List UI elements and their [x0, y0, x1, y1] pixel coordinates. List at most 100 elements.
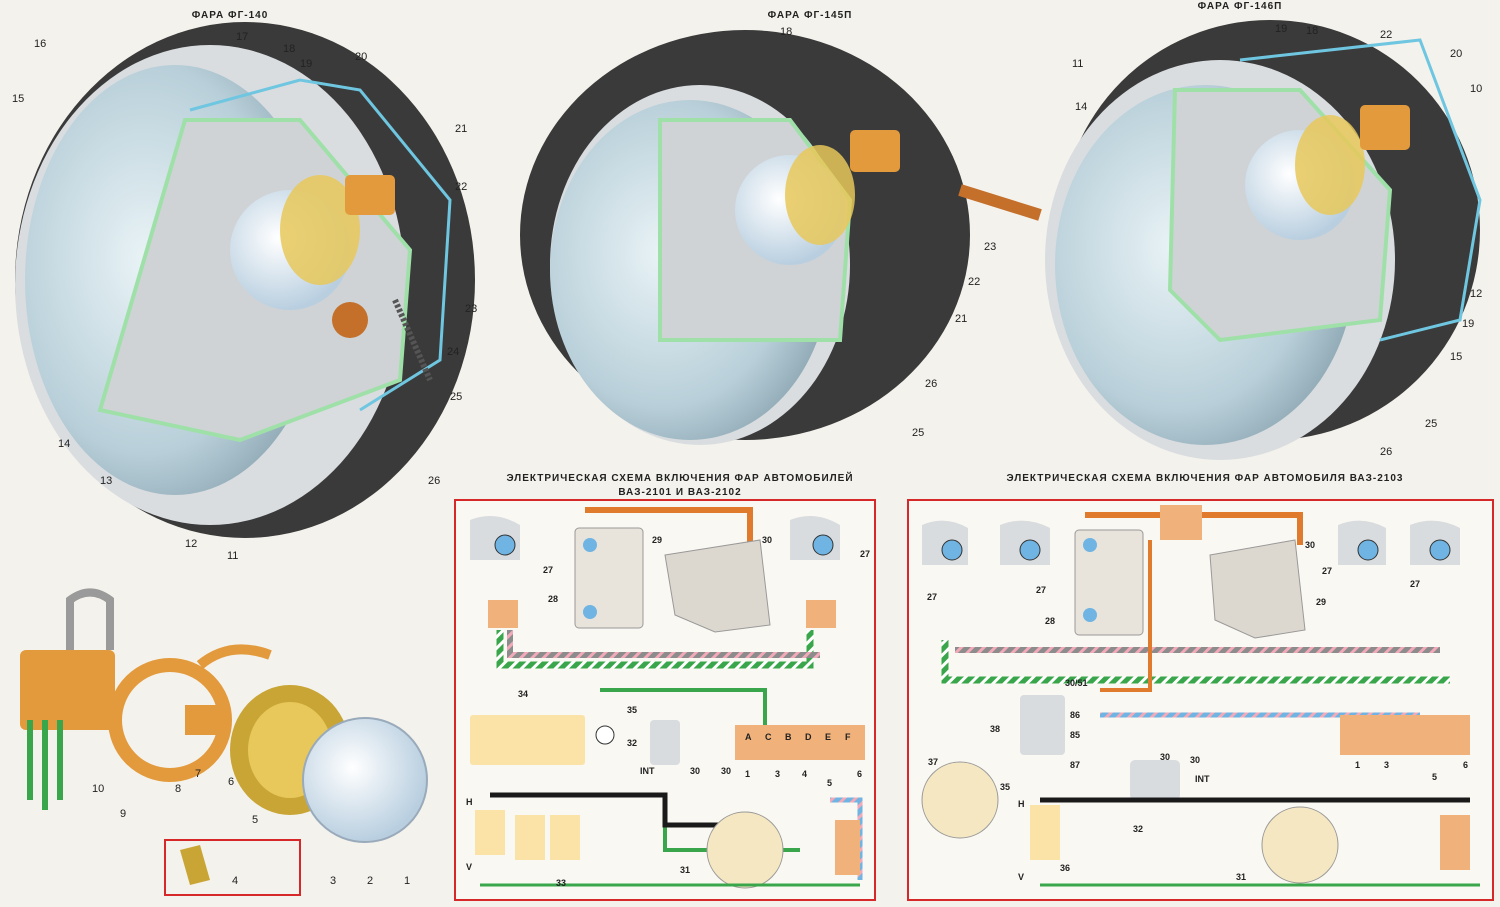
callout-label: 35	[1000, 782, 1010, 792]
callout-label: 8	[175, 783, 181, 795]
bulb-icon-right	[812, 534, 834, 556]
callout-label: 10	[92, 783, 104, 795]
callouts-scheme-2101: 27 28 29 30 27 34 35 32 30 INT 30 1 3 4 …	[466, 535, 870, 888]
fg140-bulb-base	[280, 175, 360, 285]
callout-label: 22	[968, 276, 980, 288]
fg140-spring	[392, 298, 433, 382]
callout-label: 21	[455, 123, 467, 135]
callout-label: 37	[928, 757, 938, 767]
title-fg146: ФАРА ФГ-146П	[1197, 1, 1283, 12]
callout-label: 27	[860, 549, 870, 559]
callout-label: 30	[762, 535, 772, 545]
callout-label: 36	[1060, 863, 1070, 873]
callout-label: 20	[1450, 48, 1462, 60]
scheme-2103-frame	[907, 499, 1494, 901]
callout-label: 10	[1470, 83, 1482, 95]
callout-label: 19	[1275, 23, 1287, 35]
callout-label: 24	[447, 346, 459, 358]
callout-label: 3	[775, 769, 780, 779]
fuse-block-30	[735, 725, 865, 760]
callout-label: 15	[12, 93, 24, 105]
callouts-parts: 10 9 8 7 6 5 4 3 2 1	[92, 768, 410, 887]
callout-label: 14	[1075, 101, 1087, 113]
callouts-fg145: 18 23 22 21 26 25	[780, 26, 996, 439]
callout-label: 30/51	[1065, 678, 1088, 688]
connector-letter: F	[845, 732, 851, 742]
callout-label: 18	[1306, 25, 1318, 37]
callout-label: 27	[1322, 566, 1332, 576]
callout-label: 30	[1160, 752, 1170, 762]
callout-label: 6	[857, 769, 862, 779]
headlamp-fg146	[1045, 20, 1482, 460]
callout-label: H	[466, 797, 473, 807]
wire-battery-generator	[585, 507, 753, 545]
callout-label: 38	[990, 724, 1000, 734]
wire-black	[490, 792, 720, 828]
callout-label: 22	[455, 181, 467, 193]
callout-label: 25	[1425, 418, 1437, 430]
bulb-icon-2	[1019, 539, 1041, 561]
callouts-fg146: 19 18 22 20 11 14 10 12 19 15 25 26	[1072, 23, 1482, 458]
callout-label: 30	[1305, 540, 1315, 550]
callout-label: 28	[1045, 616, 1055, 626]
callout-label: 12	[185, 538, 197, 550]
callout-label: 31	[1236, 872, 1246, 882]
callout-label: 30	[721, 766, 731, 776]
callout-label: 28	[548, 594, 558, 604]
relay-38	[1020, 695, 1065, 755]
headlamp-27-right	[790, 516, 840, 560]
callout-label: 1	[745, 769, 750, 779]
callout-label: INT	[640, 766, 655, 776]
wire-battery-generator-2103	[1085, 512, 1303, 545]
callout-label: 6	[228, 776, 234, 788]
callout-label: 5	[827, 778, 832, 788]
detail-frame-4	[164, 839, 301, 896]
callout-label: 27	[1410, 579, 1420, 589]
switch-block-33a	[515, 815, 545, 860]
callout-label: 19	[300, 58, 312, 70]
wire-orange-relay	[1100, 540, 1152, 692]
scheme-2103	[907, 499, 1494, 901]
headlamp-fg145	[520, 30, 1042, 445]
connector-letter: D	[805, 732, 812, 742]
bulb-icon-left	[494, 534, 516, 556]
callout-label: 29	[1316, 597, 1326, 607]
callout-label: 32	[627, 738, 637, 748]
switch-36	[1030, 805, 1060, 860]
battery-plus-2103	[1083, 538, 1097, 552]
fg146-body-outline	[1239, 38, 1482, 342]
callouts-scheme-2103: 27 27 28 29 30 27 27 38 30/51 86 85 87 3…	[927, 540, 1468, 882]
callout-label: 13	[100, 475, 112, 487]
callout-label: 23	[465, 303, 477, 315]
callout-label: 3	[330, 875, 336, 887]
callout-label: 29	[652, 535, 662, 545]
callout-label: 32	[1133, 824, 1143, 834]
callout-label: 33	[556, 878, 566, 888]
battery-minus-2103	[1083, 608, 1097, 622]
switch-block-33b	[550, 815, 580, 860]
callout-label: H	[1018, 799, 1025, 809]
callout-label: V	[466, 862, 472, 872]
connector-block-2103	[1440, 815, 1470, 870]
bulb-icon-3	[1357, 539, 1379, 561]
callout-label: 15	[1450, 351, 1462, 363]
callouts-fg140: 16 17 18 19 20 15 21 22 23 24 25 14 13 1…	[12, 31, 477, 562]
callout-label: 30	[690, 766, 700, 776]
callout-label: 21	[955, 313, 967, 325]
exploded-parts	[20, 588, 428, 896]
callout-label: 6	[1463, 760, 1468, 770]
fg146-bulb-base	[1295, 115, 1365, 215]
gauge-37	[921, 761, 999, 839]
harness-gray	[507, 630, 820, 658]
harness-green-2103	[941, 640, 1450, 684]
title-scheme-2103: ЭЛЕКТРИЧЕСКАЯ СХЕМА ВКЛЮЧЕНИЯ ФАР АВТОМО…	[1006, 473, 1404, 484]
callout-label: 12	[1470, 288, 1482, 300]
callout-label: 1	[404, 875, 410, 887]
gasket-tab	[196, 644, 272, 669]
fg145-cable-sleeve	[958, 184, 1042, 221]
callout-label: 27	[1036, 585, 1046, 595]
wire-green-indicator	[600, 688, 767, 725]
callout-label: 16	[34, 38, 46, 50]
title-fg145: ФАРА ФГ-145П	[767, 10, 853, 21]
